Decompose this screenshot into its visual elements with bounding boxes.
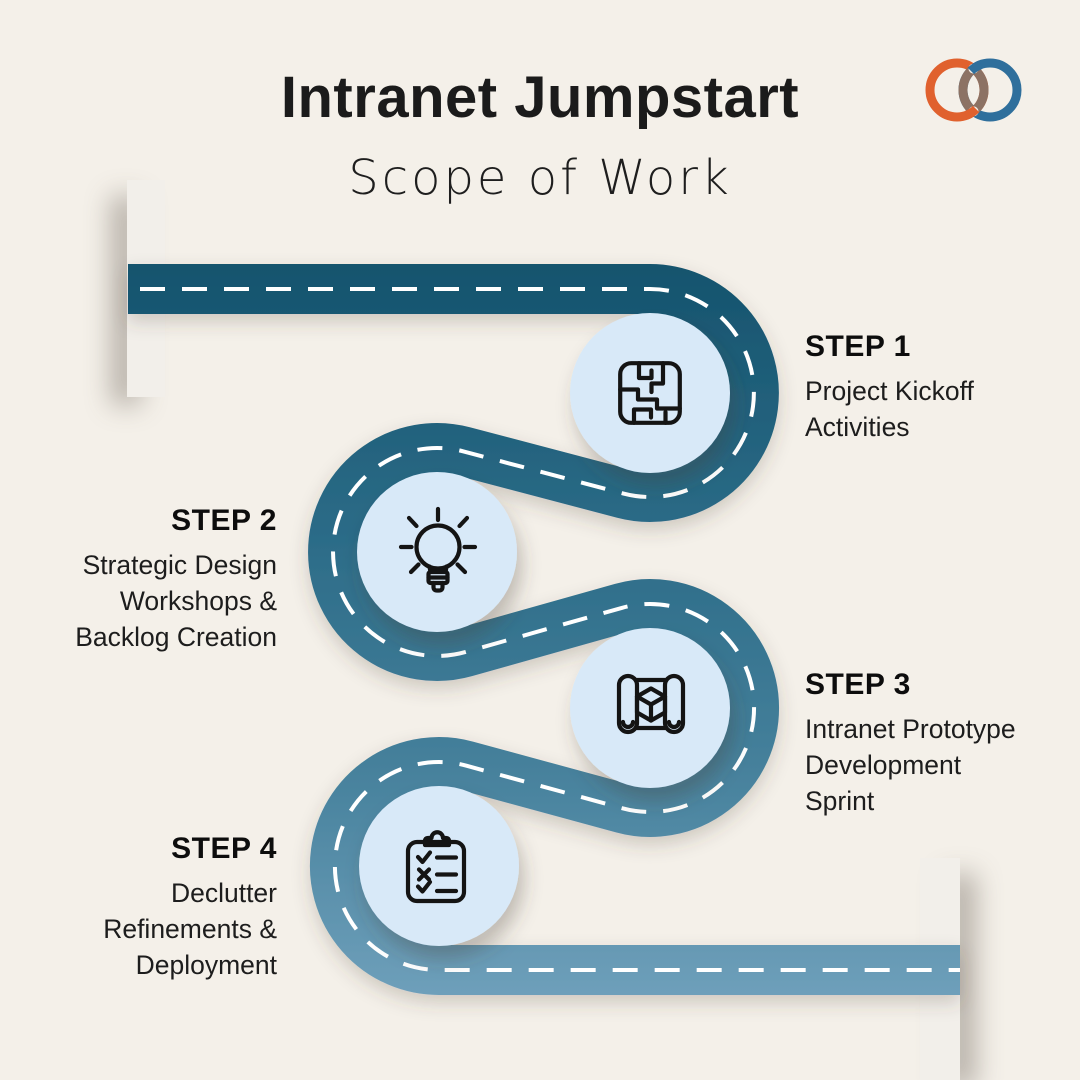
logo-overlap-arc-right	[958, 65, 977, 115]
step-3-line: Intranet Prototype	[805, 714, 1016, 744]
step-2-line: Workshops &	[119, 586, 277, 616]
step-3-label: STEP 3	[805, 668, 911, 701]
step-1-label: STEP 1	[805, 330, 911, 363]
step-4-line: Refinements &	[103, 914, 277, 944]
step-2-line: Strategic Design	[82, 550, 277, 580]
step-4-marker	[359, 786, 519, 946]
step-2-marker	[357, 472, 517, 632]
step-3-line: Sprint	[805, 786, 875, 816]
step-3-line: Development	[805, 750, 962, 780]
step-2-label: STEP 2	[171, 504, 277, 537]
step-4-line: Deployment	[135, 950, 277, 980]
step-2-line: Backlog Creation	[75, 622, 277, 652]
logo-overlap-arc-left	[970, 65, 989, 115]
maze-icon	[618, 361, 682, 425]
step-2-text-block: STEP 2 Strategic Design Workshops & Back…	[75, 504, 277, 655]
checklist-icon	[405, 830, 467, 904]
lightbulb-icon	[398, 506, 478, 593]
step-4-label: STEP 4	[171, 832, 277, 865]
step-1-text-block: STEP 1 Project Kickoff Activities	[805, 330, 974, 445]
step-3-text-block: STEP 3 Intranet Prototype Development Sp…	[805, 668, 1016, 819]
page-title: Intranet Jumpstart	[280, 65, 800, 130]
logo-blue-over-arc	[967, 60, 983, 75]
interlocking-rings-logo-icon	[925, 58, 1022, 122]
page-subtitle: Scope of Work	[348, 150, 732, 206]
road-center-dashes	[128, 287, 960, 972]
step-1-line: Project Kickoff	[805, 376, 974, 406]
step-4-line: Declutter	[170, 878, 277, 908]
blueprint-icon	[616, 673, 686, 735]
step-4-text-block: STEP 4 Declutter Refinements & Deploymen…	[103, 832, 277, 983]
logo-orange-over-arc	[964, 105, 980, 120]
step-1-line: Activities	[805, 412, 910, 442]
